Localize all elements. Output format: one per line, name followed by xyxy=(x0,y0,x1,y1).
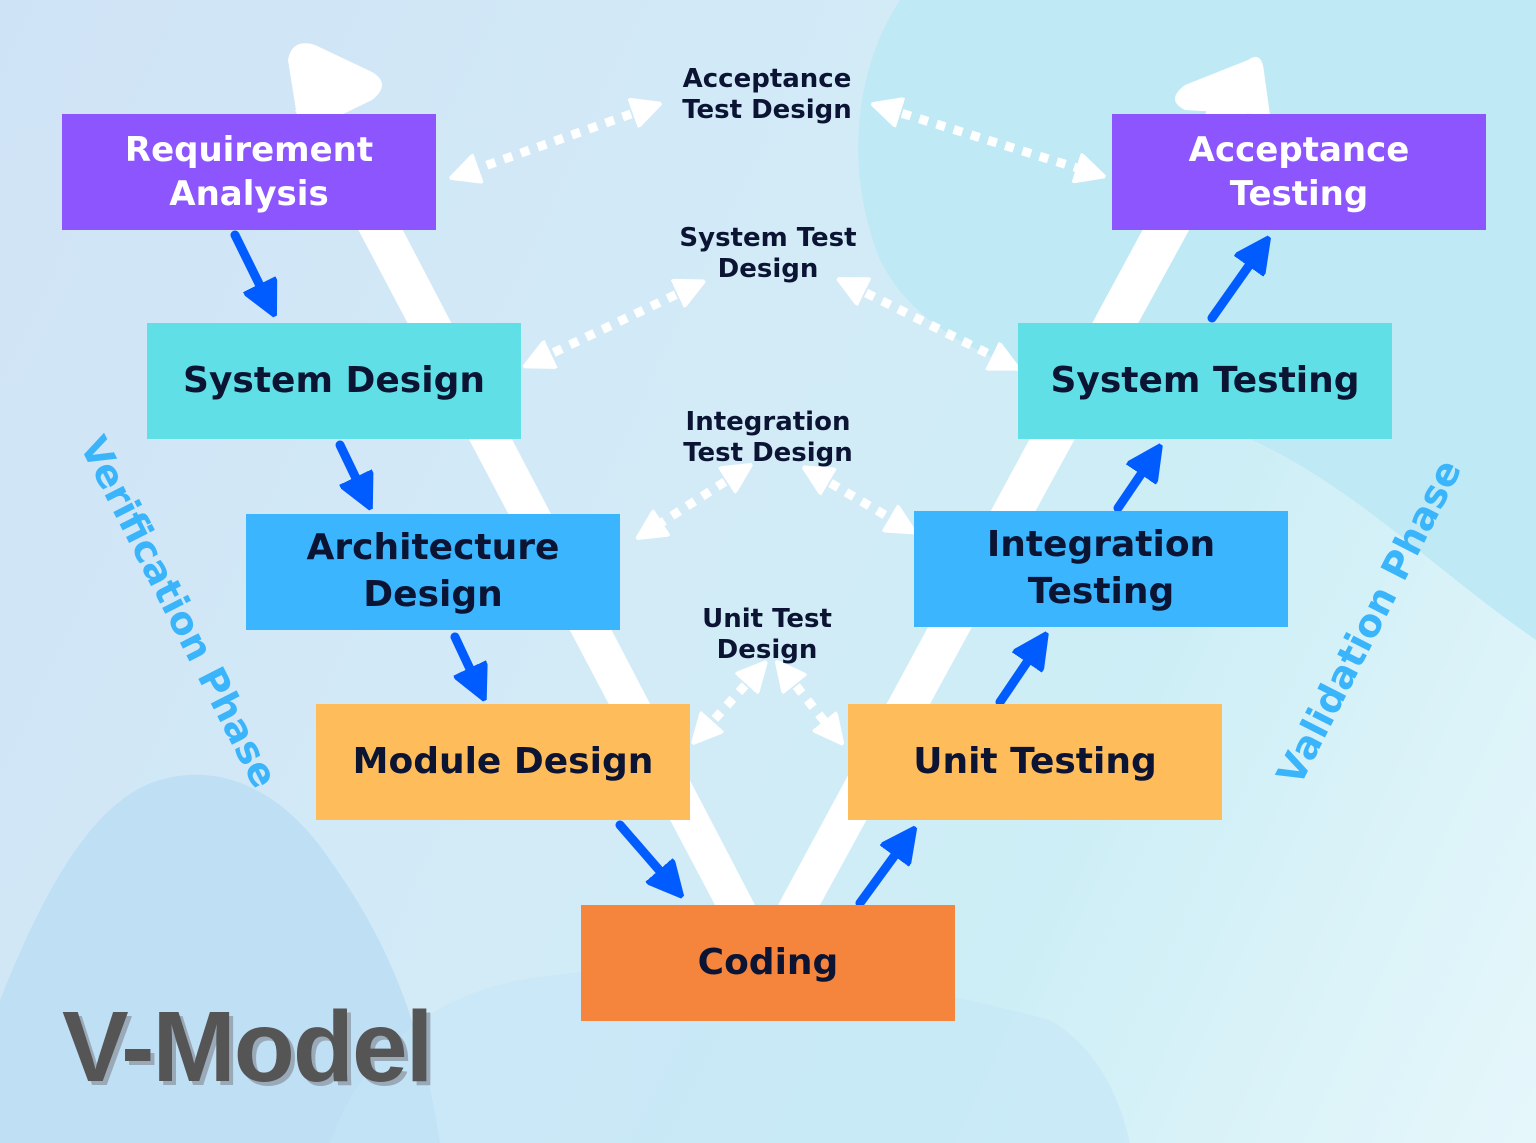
dashed-arrow-integration-design-link-left xyxy=(650,472,740,530)
flow-arrow-requirement-to-system-design xyxy=(230,230,268,302)
label-acceptance-test-design: Acceptance Test Design xyxy=(682,64,852,126)
box-label-line: Testing xyxy=(1229,174,1369,214)
diagram-title: V-Model xyxy=(62,991,433,1103)
box-system-design: System Design xyxy=(147,323,521,439)
flow-arrow-system-to-acceptance-testing xyxy=(1207,250,1260,323)
test-label-line: Design xyxy=(717,254,819,285)
box-acceptance-testing: Acceptance Testing xyxy=(1112,114,1486,230)
box-unit-testing: Unit Testing xyxy=(848,704,1222,820)
box-system-testing: System Testing xyxy=(1018,323,1392,439)
box-architecture-design: Architecture Design xyxy=(246,514,620,630)
dashed-arrow-acceptance-design-to-requirement xyxy=(465,108,648,173)
flow-arrow-architecture-to-module-design xyxy=(450,632,478,686)
box-label-line: Architecture xyxy=(306,527,560,569)
background-blob-bottom-left xyxy=(0,774,440,1143)
flow-arrow-module-design-to-coding xyxy=(615,820,672,885)
box-label-line: Requirement xyxy=(124,129,374,170)
box-coding: Coding xyxy=(581,905,955,1021)
dashed-arrow-unit-design-link-right xyxy=(785,672,833,732)
box-label-line: Design xyxy=(363,574,503,615)
flow-arrow-integration-to-system-testing xyxy=(1113,458,1152,513)
label-unit-test-design: Unit Test Design xyxy=(702,604,832,666)
test-label-line: System Test xyxy=(679,223,857,253)
box-label-line: Testing xyxy=(1027,571,1175,612)
box-label-line: System Design xyxy=(183,359,485,401)
box-label-line: Coding xyxy=(697,941,839,983)
dashed-arrow-integration-design-link-right xyxy=(815,474,902,525)
box-label-line: Integration xyxy=(986,524,1216,566)
label-integration-test-design: Integration Test Design xyxy=(683,407,853,469)
test-label-line: Design xyxy=(716,635,818,666)
box-label-line: Analysis xyxy=(169,174,329,214)
box-module-design: Module Design xyxy=(316,704,690,820)
test-label-line: Acceptance xyxy=(682,64,852,94)
flow-arrow-system-to-architecture-design xyxy=(335,440,364,495)
dashed-arrow-acceptance-design-to-acceptance-testing xyxy=(885,108,1090,172)
box-label-line: Acceptance xyxy=(1188,129,1410,170)
flow-arrow-unit-to-integration-testing xyxy=(995,646,1038,707)
dashed-arrow-system-design-link-left xyxy=(538,287,692,360)
box-label-line: Module Design xyxy=(352,740,654,782)
box-label-line: Unit Testing xyxy=(913,740,1157,782)
test-label-line: Test Design xyxy=(682,95,852,126)
test-label-line: Unit Test xyxy=(702,604,832,634)
box-requirement-analysis: Requirement Analysis xyxy=(62,114,436,230)
box-label-line: System Testing xyxy=(1050,359,1360,401)
test-label-line: Test Design xyxy=(683,438,853,469)
box-integration-testing: Integration Testing xyxy=(914,511,1288,627)
label-system-test-design: System Test Design xyxy=(679,223,856,285)
dashed-arrow-unit-design-link-left xyxy=(703,672,757,732)
dashed-arrow-system-design-link-right xyxy=(850,285,1005,362)
test-label-line: Integration xyxy=(685,407,851,437)
flow-arrow-coding-to-unit-testing xyxy=(855,840,906,908)
v-shape-left-arm xyxy=(288,43,755,905)
